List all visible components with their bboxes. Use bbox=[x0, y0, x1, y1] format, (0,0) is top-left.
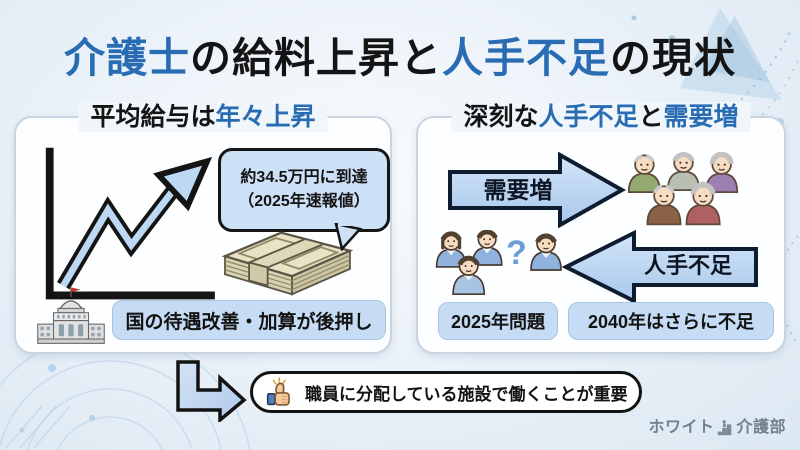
brand-text-right: 介護部 bbox=[736, 419, 786, 436]
brand-text-left: ホワイト bbox=[648, 419, 715, 436]
callout-line2: （2025年速報値） bbox=[238, 193, 370, 210]
brand-logo: ホワイト 介護部 bbox=[648, 413, 786, 437]
demand-arrow-icon bbox=[448, 152, 626, 228]
stairs-climb-icon bbox=[718, 420, 732, 436]
government-building-icon bbox=[37, 287, 105, 344]
title-keyword-caregiver: 介護士 bbox=[64, 35, 190, 81]
pill-2025-problem: 2025年問題 bbox=[438, 302, 558, 340]
elderly-group-icon bbox=[627, 152, 739, 226]
salary-panel: 平均給与は年々上昇 約34.5万円に到達 （2025年速報値） bbox=[14, 102, 392, 354]
government-support-pill: 国の待遇改善・加算が後押し bbox=[112, 300, 386, 340]
shortage-arrow-label: 人手不足 bbox=[643, 253, 732, 278]
thumbs-up-icon bbox=[266, 377, 290, 406]
rising-chart-icon bbox=[45, 147, 215, 300]
key-message-box: 職員に分配している施設で働くことが重要 bbox=[250, 371, 642, 413]
banknote-stack-icon bbox=[221, 231, 354, 296]
shortage-arrow-icon bbox=[562, 230, 758, 304]
callout-line1: 約34.5万円に到達 bbox=[240, 169, 368, 186]
shortage-panel-heading: 深刻な人手不足と需要増 bbox=[451, 102, 751, 132]
care-workers-icon bbox=[435, 230, 503, 295]
flow-arrow-icon bbox=[176, 360, 247, 422]
callout-tail bbox=[334, 223, 363, 251]
title-keyword-shortage: 人手不足 bbox=[442, 35, 610, 81]
pill-2040-shortage: 2040年はさらに不足 bbox=[568, 302, 774, 340]
salary-panel-heading: 平均給与は年々上昇 bbox=[78, 102, 328, 132]
shortage-panel: 深刻な人手不足と需要増 需要増 bbox=[416, 102, 786, 354]
page-title: 介護士の給料上昇と人手不足の現状 bbox=[64, 35, 736, 81]
demand-arrow-label: 需要増 bbox=[483, 177, 553, 203]
key-message-text: 職員に分配している施設で働くことが重要 bbox=[305, 384, 628, 404]
salary-callout-bubble: 約34.5万円に到達 （2025年速報値） bbox=[218, 148, 390, 232]
question-mark: ? bbox=[506, 234, 527, 272]
single-worker-icon bbox=[530, 233, 562, 271]
